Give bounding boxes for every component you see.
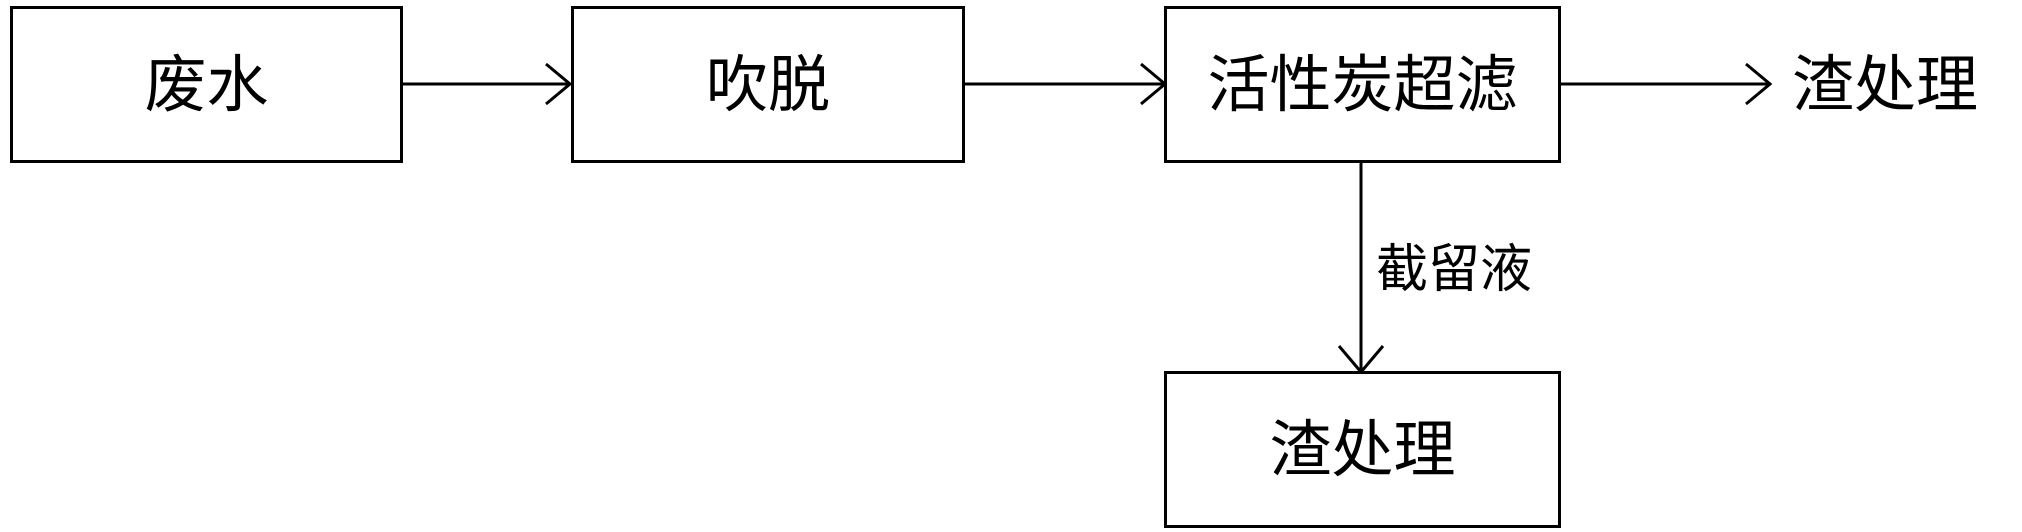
arrow-wastewater-to-stripping	[403, 62, 573, 106]
arrow-stripping-to-ultrafiltration	[965, 62, 1168, 106]
node-stripping-label: 吹脱	[705, 47, 830, 121]
node-wastewater-label: 废水	[144, 47, 269, 121]
node-residue-box-label: 渣处理	[1269, 412, 1456, 486]
node-residue-output: 渣处理	[1792, 48, 1979, 121]
node-wastewater: 废水	[10, 6, 403, 163]
edge-label-retentate: 截留液	[1376, 240, 1533, 300]
arrow-ultrafiltration-to-residue-output	[1561, 62, 1773, 106]
node-residue-box: 渣处理	[1164, 371, 1561, 528]
node-ultrafiltration: 活性炭超滤	[1164, 6, 1561, 163]
node-ultrafiltration-label: 活性炭超滤	[1207, 47, 1518, 121]
node-stripping: 吹脱	[571, 6, 965, 163]
